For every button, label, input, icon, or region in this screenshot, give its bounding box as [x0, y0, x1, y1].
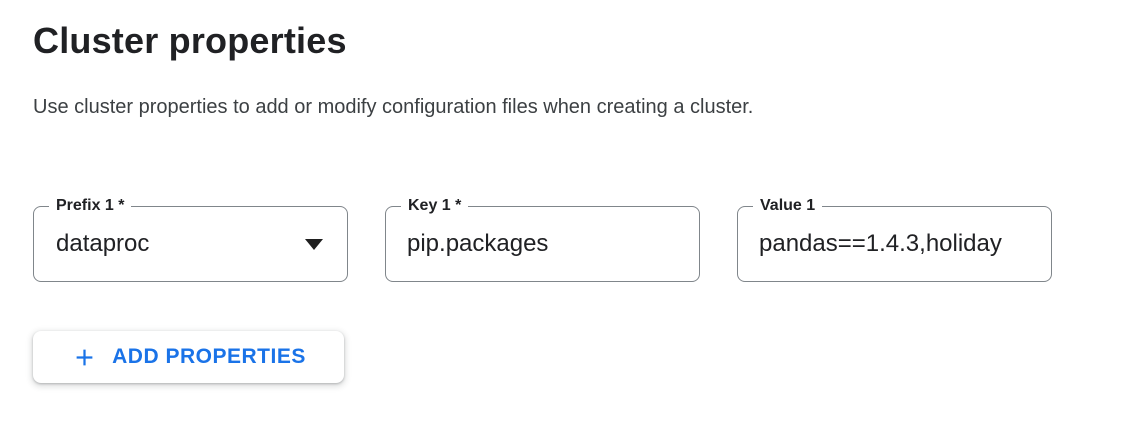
- prefix-field: Prefix 1 * dataproc: [33, 196, 348, 282]
- add-properties-button[interactable]: ADD PROPERTIES: [33, 331, 344, 383]
- value-field-label: Value 1: [753, 196, 823, 216]
- key-field: Key 1 *: [385, 196, 700, 282]
- prefix-select[interactable]: dataproc: [34, 207, 347, 281]
- page-description: Use cluster properties to add or modify …: [33, 96, 754, 118]
- property-row: Prefix 1 * dataproc Key 1 * Value 1: [33, 196, 1052, 282]
- prefix-select-value: dataproc: [56, 230, 150, 257]
- value-field: Value 1: [737, 196, 1052, 282]
- prefix-field-label: Prefix 1 *: [49, 196, 132, 216]
- key-field-label: Key 1 *: [401, 196, 469, 216]
- plus-icon: [76, 349, 93, 365]
- value-input[interactable]: [738, 207, 1051, 281]
- dropdown-arrow-icon[interactable]: [305, 238, 323, 250]
- page-title: Cluster properties: [33, 20, 347, 61]
- add-properties-label: ADD PROPERTIES: [112, 345, 306, 368]
- key-input[interactable]: [386, 207, 699, 281]
